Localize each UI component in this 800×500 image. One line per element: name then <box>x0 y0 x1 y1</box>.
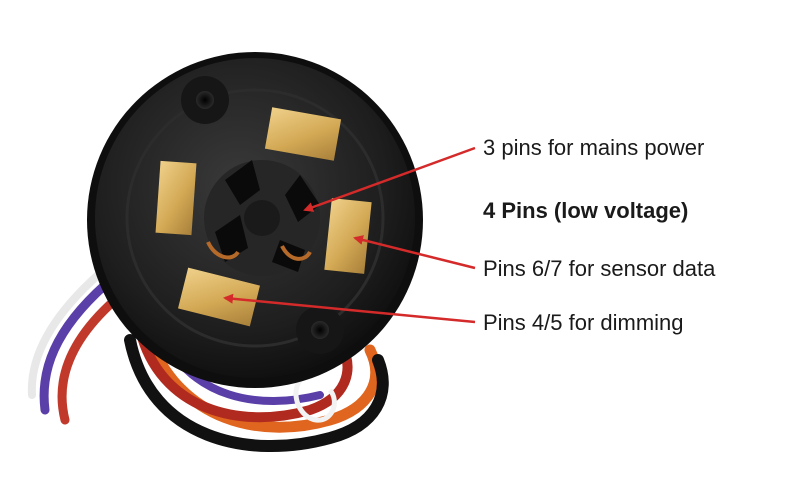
cable-tie <box>293 378 337 423</box>
arrow-mains-power <box>303 146 476 212</box>
gold-pad-top <box>264 107 342 161</box>
label-low-voltage: 4 Pins (low voltage) <box>483 198 689 223</box>
callout-arrows <box>223 146 476 324</box>
center-receptacle <box>204 160 320 276</box>
wire-purple <box>39 280 110 415</box>
wire-red-loop <box>135 325 353 423</box>
mounting-hole-bottom <box>296 306 344 354</box>
arrow-dimming <box>223 293 476 324</box>
label-sensor-data: Pins 6/7 for sensor data <box>483 256 716 281</box>
gold-pad-right <box>324 198 372 274</box>
label-dimming: Pins 4/5 for dimming <box>483 310 684 335</box>
mounting-hole-top <box>181 76 229 124</box>
wire-white <box>27 271 102 399</box>
gold-pad-bottom <box>178 267 260 327</box>
wire-black-loop <box>124 334 389 453</box>
wire-red <box>57 295 120 425</box>
arrow-sensor-data <box>353 235 476 270</box>
label-mains-power: 3 pins for mains power <box>483 135 705 160</box>
gold-pad-left <box>155 160 197 236</box>
socket-body <box>87 52 423 388</box>
